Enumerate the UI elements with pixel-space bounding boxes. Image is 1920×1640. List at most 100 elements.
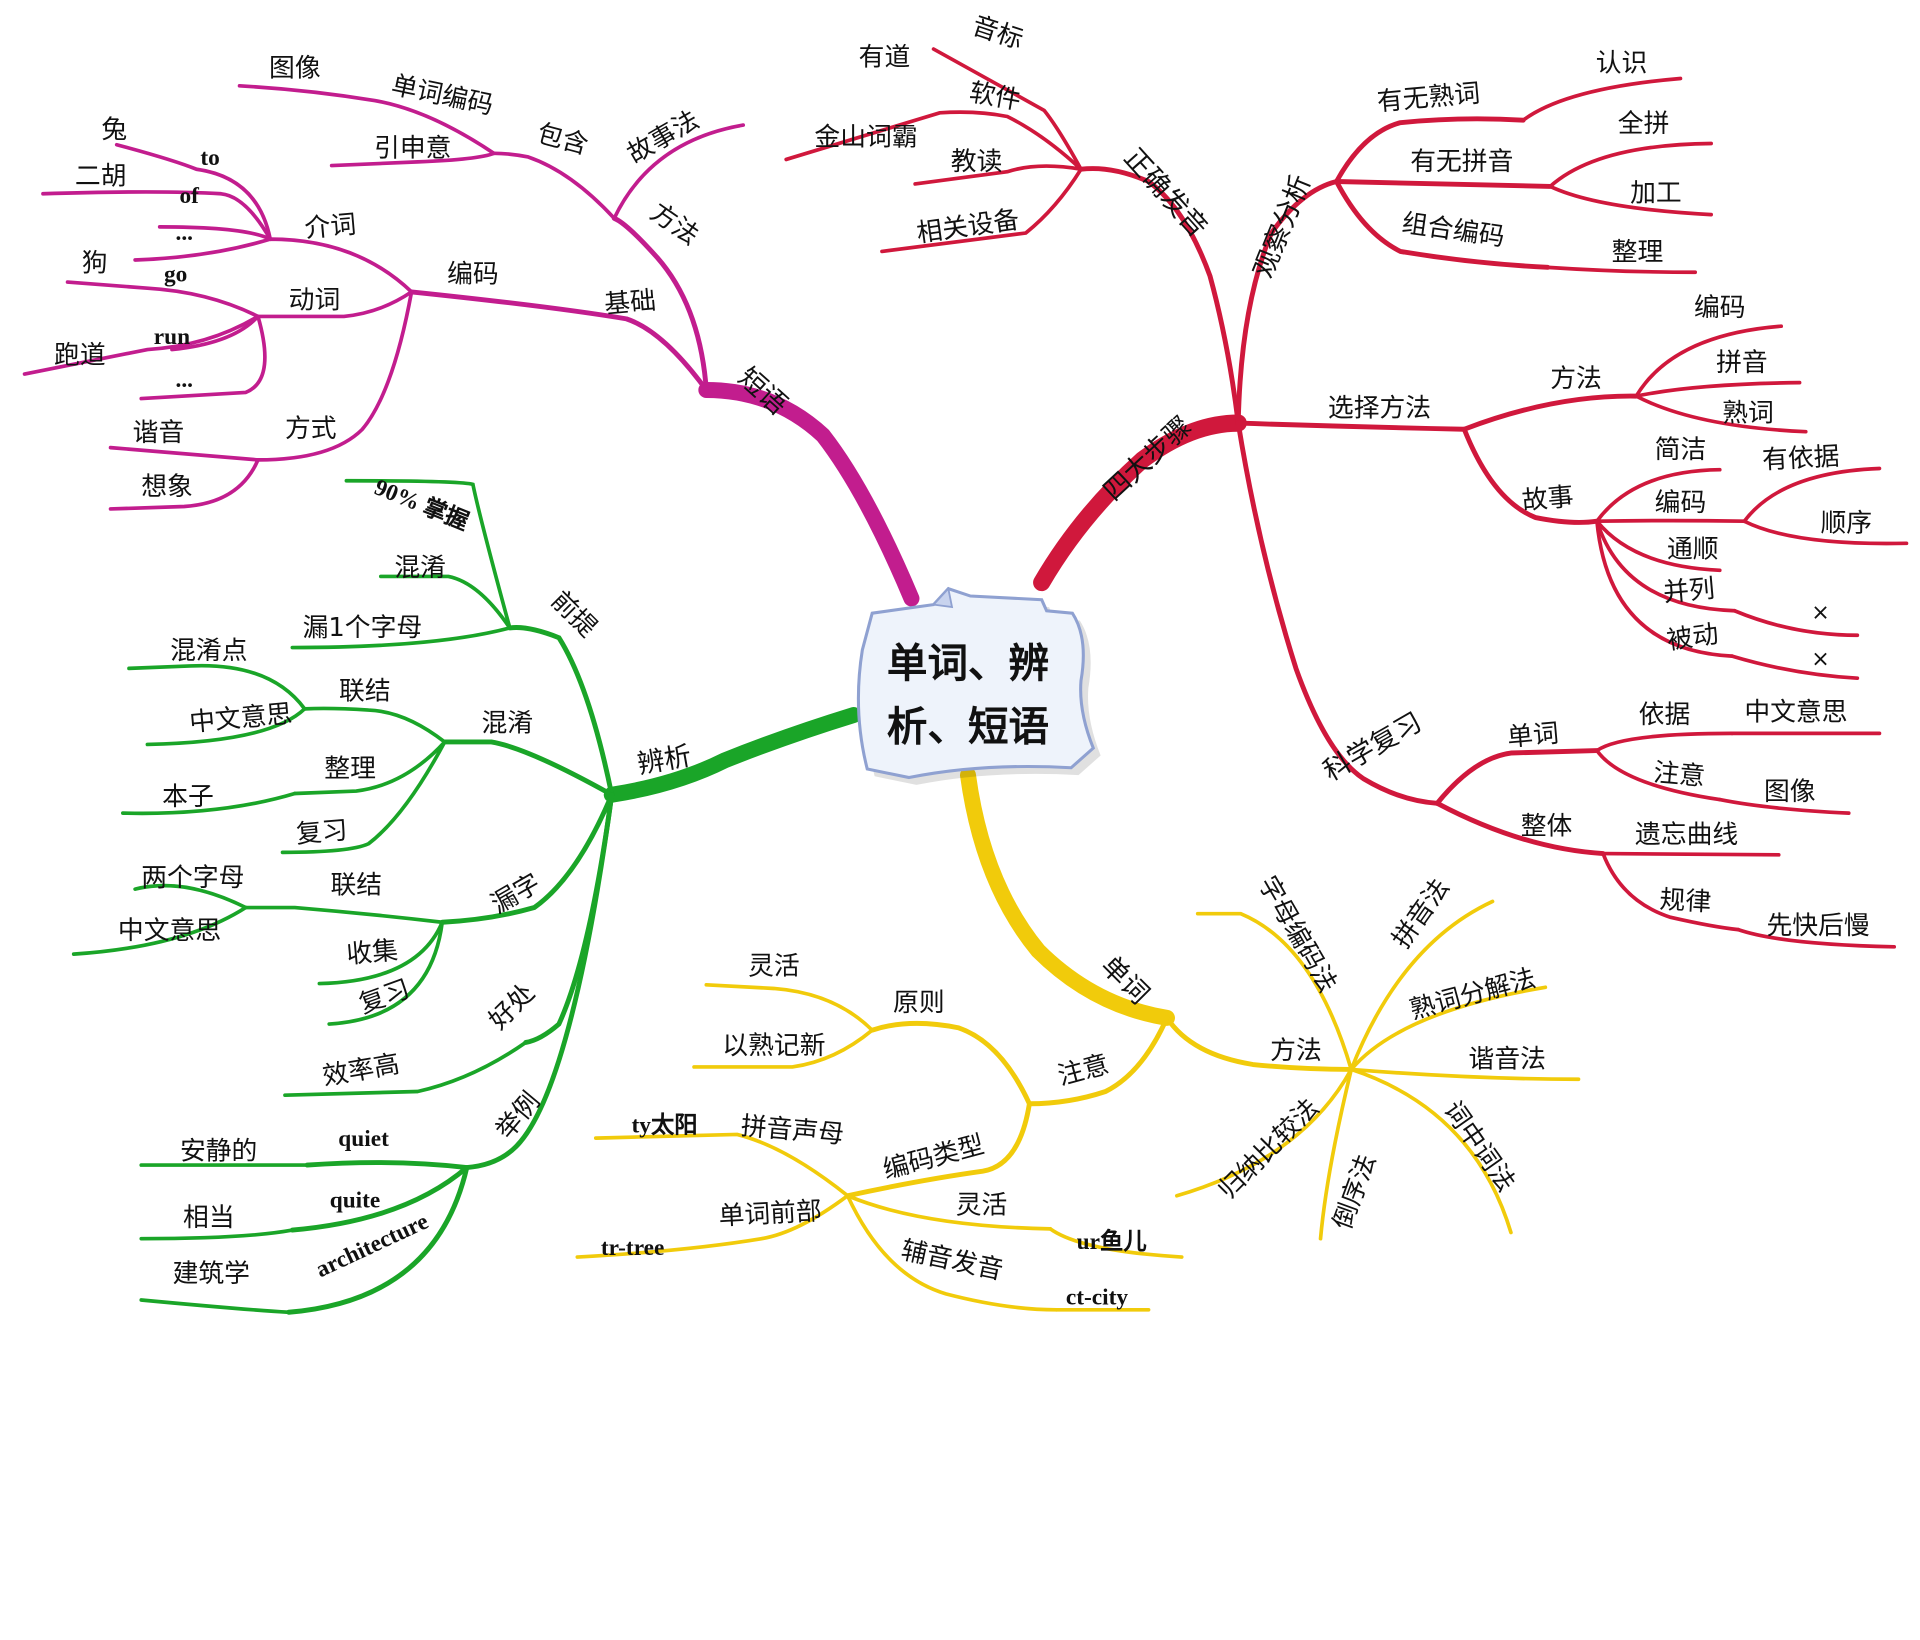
node-magenta-fangshi[interactable]: 方式 <box>284 413 337 444</box>
node-red-gushi[interactable]: 故事 <box>1520 481 1575 516</box>
red-branch-1 <box>1078 166 1241 426</box>
node-magenta-of[interactable]: of <box>179 183 199 210</box>
green-branch-65 <box>127 663 307 711</box>
node-green-xiangdang[interactable]: 相当 <box>183 1202 235 1232</box>
node-red-zhuyi[interactable]: 注意 <box>1652 757 1707 792</box>
node-red-shunxu[interactable]: 顺序 <box>1820 508 1873 538</box>
red-branch-16 <box>1634 324 1784 398</box>
node-yellow-yishu[interactable]: 以熟记新 <box>722 1030 826 1061</box>
node-green-zhengli[interactable]: 整理 <box>324 753 376 784</box>
node-green-lou1[interactable]: 漏1个字母 <box>302 612 423 643</box>
node-green-hunxiao[interactable]: 混淆 <box>394 552 446 582</box>
node-yellow-linghuo[interactable]: 灵活 <box>748 951 800 981</box>
red-branch-11 <box>1548 184 1714 217</box>
node-magenta-dots2[interactable]: ... <box>175 367 194 394</box>
node-magenta-xieyin[interactable]: 谐音 <box>132 417 185 448</box>
node-green-lianjie[interactable]: 联结 <box>339 676 391 706</box>
green-branch-61 <box>378 574 512 630</box>
node-red-pinyin2[interactable]: 拼音 <box>1716 347 1768 378</box>
node-red-beidong[interactable]: 被动 <box>1665 618 1721 656</box>
node-magenta-to[interactable]: to <box>200 145 220 172</box>
node-magenta-paodao[interactable]: 跑道 <box>54 340 106 370</box>
magenta-branch-48 <box>41 190 273 241</box>
central-topic[interactable]: 单词、辨 析、短语 <box>887 632 1084 760</box>
magenta-branch-54 <box>139 314 267 401</box>
node-magenta-jichu[interactable]: 基础 <box>603 285 658 320</box>
node-red-jianjie[interactable]: 简洁 <box>1654 434 1707 465</box>
magenta-branch-39 <box>698 382 920 607</box>
node-magenta-tuxiang[interactable]: 图像 <box>269 53 321 83</box>
node-red-danci[interactable]: 单词 <box>1506 718 1560 753</box>
node-green-benzi[interactable]: 本子 <box>162 781 214 812</box>
node-green-lianjie2[interactable]: 联结 <box>330 870 383 900</box>
node-yellow-fangfa[interactable]: 方法 <box>1270 1035 1322 1066</box>
node-yellow-linghuo2[interactable]: 灵活 <box>955 1190 1008 1220</box>
node-magenta-xiangxiang[interactable]: 想象 <box>141 471 193 501</box>
node-yellow-dcqb[interactable]: 单词前部 <box>717 1196 823 1231</box>
node-magenta-dongci[interactable]: 动词 <box>288 285 341 315</box>
node-red-yiju[interactable]: 有依据 <box>1761 441 1841 475</box>
node-red-jinshan[interactable]: 金山词霸 <box>814 122 918 152</box>
node-magenta-jieci[interactable]: 介词 <box>303 209 358 244</box>
node-red-binglie[interactable]: 并列 <box>1662 573 1716 608</box>
node-green-hunxiao2[interactable]: 混淆 <box>481 708 534 738</box>
node-red-bianma[interactable]: 编码 <box>1693 292 1746 322</box>
node-magenta-go[interactable]: go <box>163 261 188 288</box>
node-green-shouji[interactable]: 收集 <box>345 935 400 970</box>
node-magenta-bianma[interactable]: 编码 <box>447 259 499 289</box>
node-red-guilv[interactable]: 规律 <box>1658 884 1712 917</box>
node-green-liangge[interactable]: 两个字母 <box>141 862 245 893</box>
magenta-branch-53 <box>170 314 260 352</box>
node-yellow-ctcity[interactable]: ct-city <box>1065 1284 1129 1311</box>
node-yellow-yuanze[interactable]: 原则 <box>893 987 945 1018</box>
node-yellow-ty[interactable]: ty太阳 <box>631 1112 698 1139</box>
node-green-jianzhu[interactable]: 建筑学 <box>172 1258 250 1289</box>
node-green-fuxi[interactable]: 复习 <box>294 815 349 850</box>
node-red-fangfa[interactable]: 方法 <box>1550 363 1602 394</box>
node-red-shuci2[interactable]: 熟词 <box>1722 397 1774 428</box>
yellow-branch-85 <box>959 767 1175 1026</box>
green-branch-60 <box>344 478 512 630</box>
node-red-bianma2[interactable]: 编码 <box>1654 487 1707 517</box>
green-branch-77 <box>283 1040 528 1098</box>
node-magenta-erhu[interactable]: 二胡 <box>74 161 127 191</box>
node-red-xiankuai[interactable]: 先快后慢 <box>1766 910 1870 941</box>
node-magenta-run[interactable]: run <box>153 324 191 351</box>
node-red-renshi[interactable]: 认识 <box>1595 48 1648 78</box>
node-magenta-dots1[interactable]: ... <box>175 220 194 246</box>
node-green-anjing[interactable]: 安静的 <box>179 1136 258 1166</box>
node-green-quite[interactable]: quite <box>329 1187 381 1214</box>
green-branch-79 <box>304 1160 470 1170</box>
node-red-yiwang[interactable]: 遗忘曲线 <box>1635 819 1739 850</box>
node-red-x2[interactable]: × <box>1811 646 1830 673</box>
node-red-zhengti[interactable]: 整体 <box>1520 811 1573 841</box>
node-magenta-gou[interactable]: 狗 <box>81 248 108 278</box>
node-red-tuxiang[interactable]: 图像 <box>1763 776 1816 807</box>
node-red-yiju2[interactable]: 依据 <box>1638 699 1691 730</box>
node-red-jiaodu[interactable]: 教读 <box>950 146 1003 176</box>
red-branch-26 <box>1595 519 1734 658</box>
node-red-youdao[interactable]: 有道 <box>858 42 911 72</box>
node-magenta-tu[interactable]: 兔 <box>101 114 128 145</box>
green-branch-69 <box>280 740 447 855</box>
node-red-jiagong[interactable]: 加工 <box>1630 178 1682 208</box>
node-red-x1[interactable]: × <box>1811 599 1830 626</box>
node-red-tongshun[interactable]: 通顺 <box>1666 534 1719 564</box>
node-yellow-trtree[interactable]: tr-tree <box>600 1235 665 1262</box>
green-branch-71 <box>243 905 445 925</box>
node-red-pinyin[interactable]: 有无拼音 <box>1410 146 1514 176</box>
node-green-quiet[interactable]: quiet <box>338 1126 389 1153</box>
red-branch-20 <box>1595 467 1722 524</box>
node-red-quanpin[interactable]: 全拼 <box>1617 108 1670 138</box>
node-green-hxd[interactable]: 混淆点 <box>170 635 248 666</box>
node-red-zhengli[interactable]: 整理 <box>1611 237 1664 267</box>
node-magenta-yinshen[interactable]: 引申意 <box>374 133 452 163</box>
red-branch-31 <box>1595 731 1734 753</box>
node-green-zwys2[interactable]: 中文意思 <box>117 915 222 945</box>
node-yellow-uryu[interactable]: ur鱼儿 <box>1076 1229 1147 1256</box>
node-red-zhongwen[interactable]: 中文意思 <box>1744 697 1848 727</box>
node-yellow-xyf[interactable]: 谐音法 <box>1468 1044 1546 1074</box>
node-red-xuanze[interactable]: 选择方法 <box>1327 393 1432 423</box>
magenta-branch-42 <box>491 151 617 221</box>
yellow-branch-92 <box>1318 1067 1354 1241</box>
